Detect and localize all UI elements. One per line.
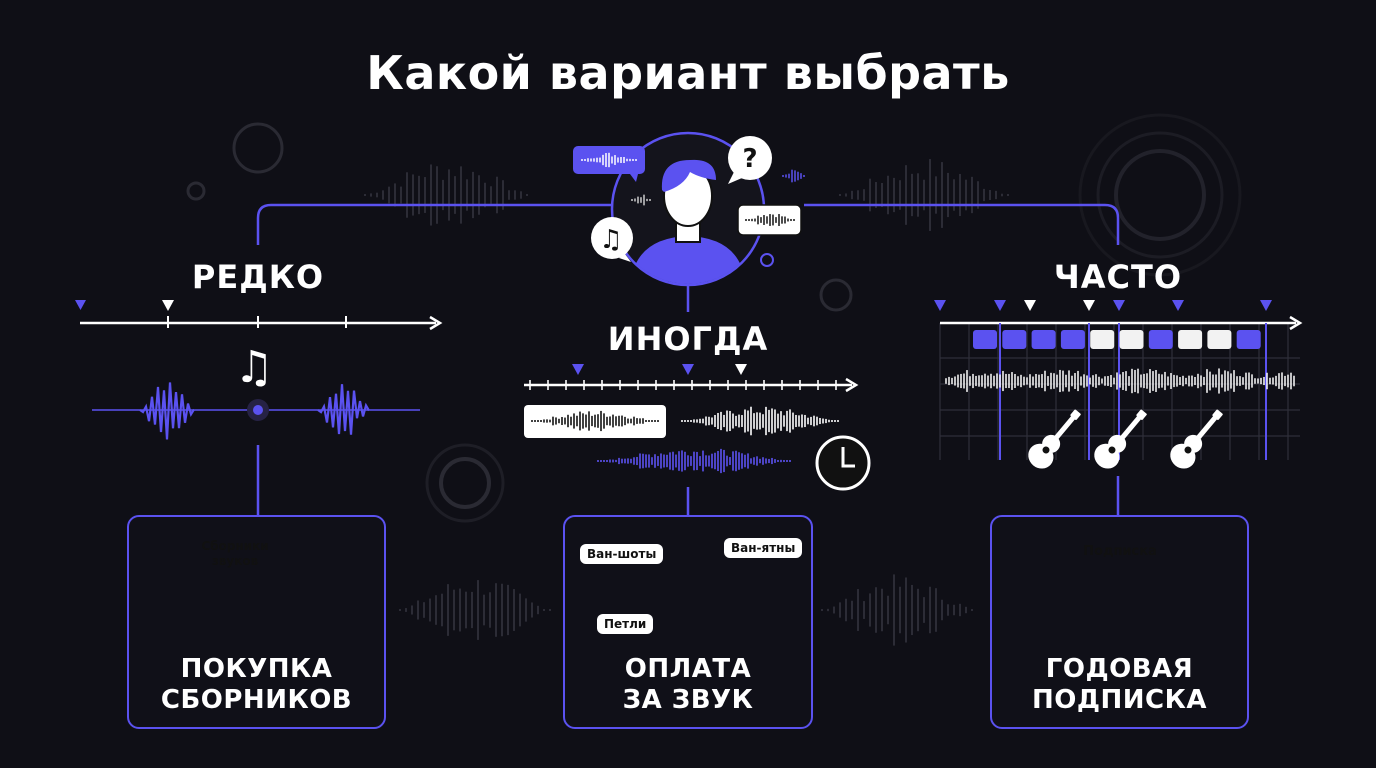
sequencer-step xyxy=(1090,330,1115,349)
card-title-collections: ПОКУПКА СБОРНИКОВ xyxy=(129,654,384,716)
timeline-marker xyxy=(1024,300,1036,311)
sequencer-step xyxy=(1178,330,1203,349)
timeline-marker xyxy=(1260,300,1272,311)
page-title: Какой вариант выбрать xyxy=(366,46,1010,100)
music-note-icon: ♫ xyxy=(234,342,273,393)
card-title-pay-per-sound: ОПЛАТА ЗА ЗВУК xyxy=(565,654,811,716)
svg-text:♫: ♫ xyxy=(234,342,273,393)
audio-bubble-icon xyxy=(737,204,802,236)
decor-ring xyxy=(439,457,491,509)
svg-text:?: ? xyxy=(742,144,757,174)
timeline-rare xyxy=(75,300,443,331)
bubble-loops: Петли xyxy=(597,614,654,634)
decor-ring xyxy=(1078,113,1242,277)
book-label-line: Сборники xyxy=(201,539,269,553)
frequency-label-sometimes: ИНОГДА xyxy=(607,320,769,358)
bubble-oneshots: Ван-шоты xyxy=(580,544,664,564)
shield-label: Подписка xyxy=(1083,544,1157,559)
sequencer-step xyxy=(1236,330,1261,349)
book-label: Сборники звуков xyxy=(197,539,273,569)
timeline-marker xyxy=(1083,300,1095,311)
decor-ring xyxy=(1096,131,1224,259)
sequencer-step xyxy=(1002,330,1027,349)
card-title-line: СБОРНИКОВ xyxy=(160,685,353,715)
timeline-sometimes xyxy=(524,364,859,393)
sequencer-step xyxy=(1031,330,1056,349)
timeline-marker xyxy=(1172,300,1184,311)
acoustic-guitar-icon xyxy=(1028,409,1081,469)
decor-ring xyxy=(819,278,853,312)
book-label-line: звуков xyxy=(211,554,259,568)
card-title-line: ПОДПИСКА xyxy=(1032,685,1207,715)
audio-bubble-icon xyxy=(573,146,645,182)
connector-left xyxy=(256,203,612,245)
sequencer-step xyxy=(1207,330,1232,349)
sequencer-step xyxy=(1119,330,1144,349)
decor-dot xyxy=(760,253,774,267)
sequencer-step xyxy=(1060,330,1085,349)
small-waveform xyxy=(782,169,805,183)
timeline-marker xyxy=(994,300,1006,311)
small-waveform xyxy=(631,194,651,206)
acoustic-guitar-icon xyxy=(1094,409,1147,469)
rare-waveform xyxy=(92,382,420,440)
card-title-subscription: ГОДОВАЯ ПОДПИСКА xyxy=(992,654,1247,716)
frequency-label-rare: РЕДКО xyxy=(191,258,325,296)
sometimes-waveforms xyxy=(524,405,839,474)
bubble-onefives: Ван-ятны xyxy=(724,538,803,558)
card-title-line: ГОДОВАЯ xyxy=(1045,654,1194,684)
option-card-subscription: ГОДОВАЯ ПОДПИСКА xyxy=(990,515,1249,729)
question-bubble-icon: ? xyxy=(728,136,772,184)
decor-ring xyxy=(186,181,206,201)
timeline-often xyxy=(934,300,1303,460)
decor-ring xyxy=(232,122,284,174)
decor-ring xyxy=(1114,149,1206,241)
clock-icon xyxy=(815,435,871,491)
svg-text:♫: ♫ xyxy=(599,225,622,255)
frequency-label-often: ЧАСТО xyxy=(1053,258,1183,296)
connector-right xyxy=(804,203,1120,245)
option-card-collections: ПОКУПКА СБОРНИКОВ xyxy=(127,515,386,729)
card-title-line: ПОКУПКА xyxy=(180,654,333,684)
card-title-line: ЗА ЗВУК xyxy=(622,685,754,715)
background-waveform xyxy=(364,159,1009,646)
timeline-marker xyxy=(1113,300,1125,311)
sequencer-step xyxy=(973,330,997,349)
acoustic-guitar-icon xyxy=(1170,409,1223,469)
music-note-icon: ♫ xyxy=(591,217,633,262)
decor-ring xyxy=(425,443,505,523)
timeline-marker xyxy=(934,300,946,311)
sequencer-step xyxy=(1148,330,1173,349)
card-title-line: ОПЛАТА xyxy=(624,654,752,684)
